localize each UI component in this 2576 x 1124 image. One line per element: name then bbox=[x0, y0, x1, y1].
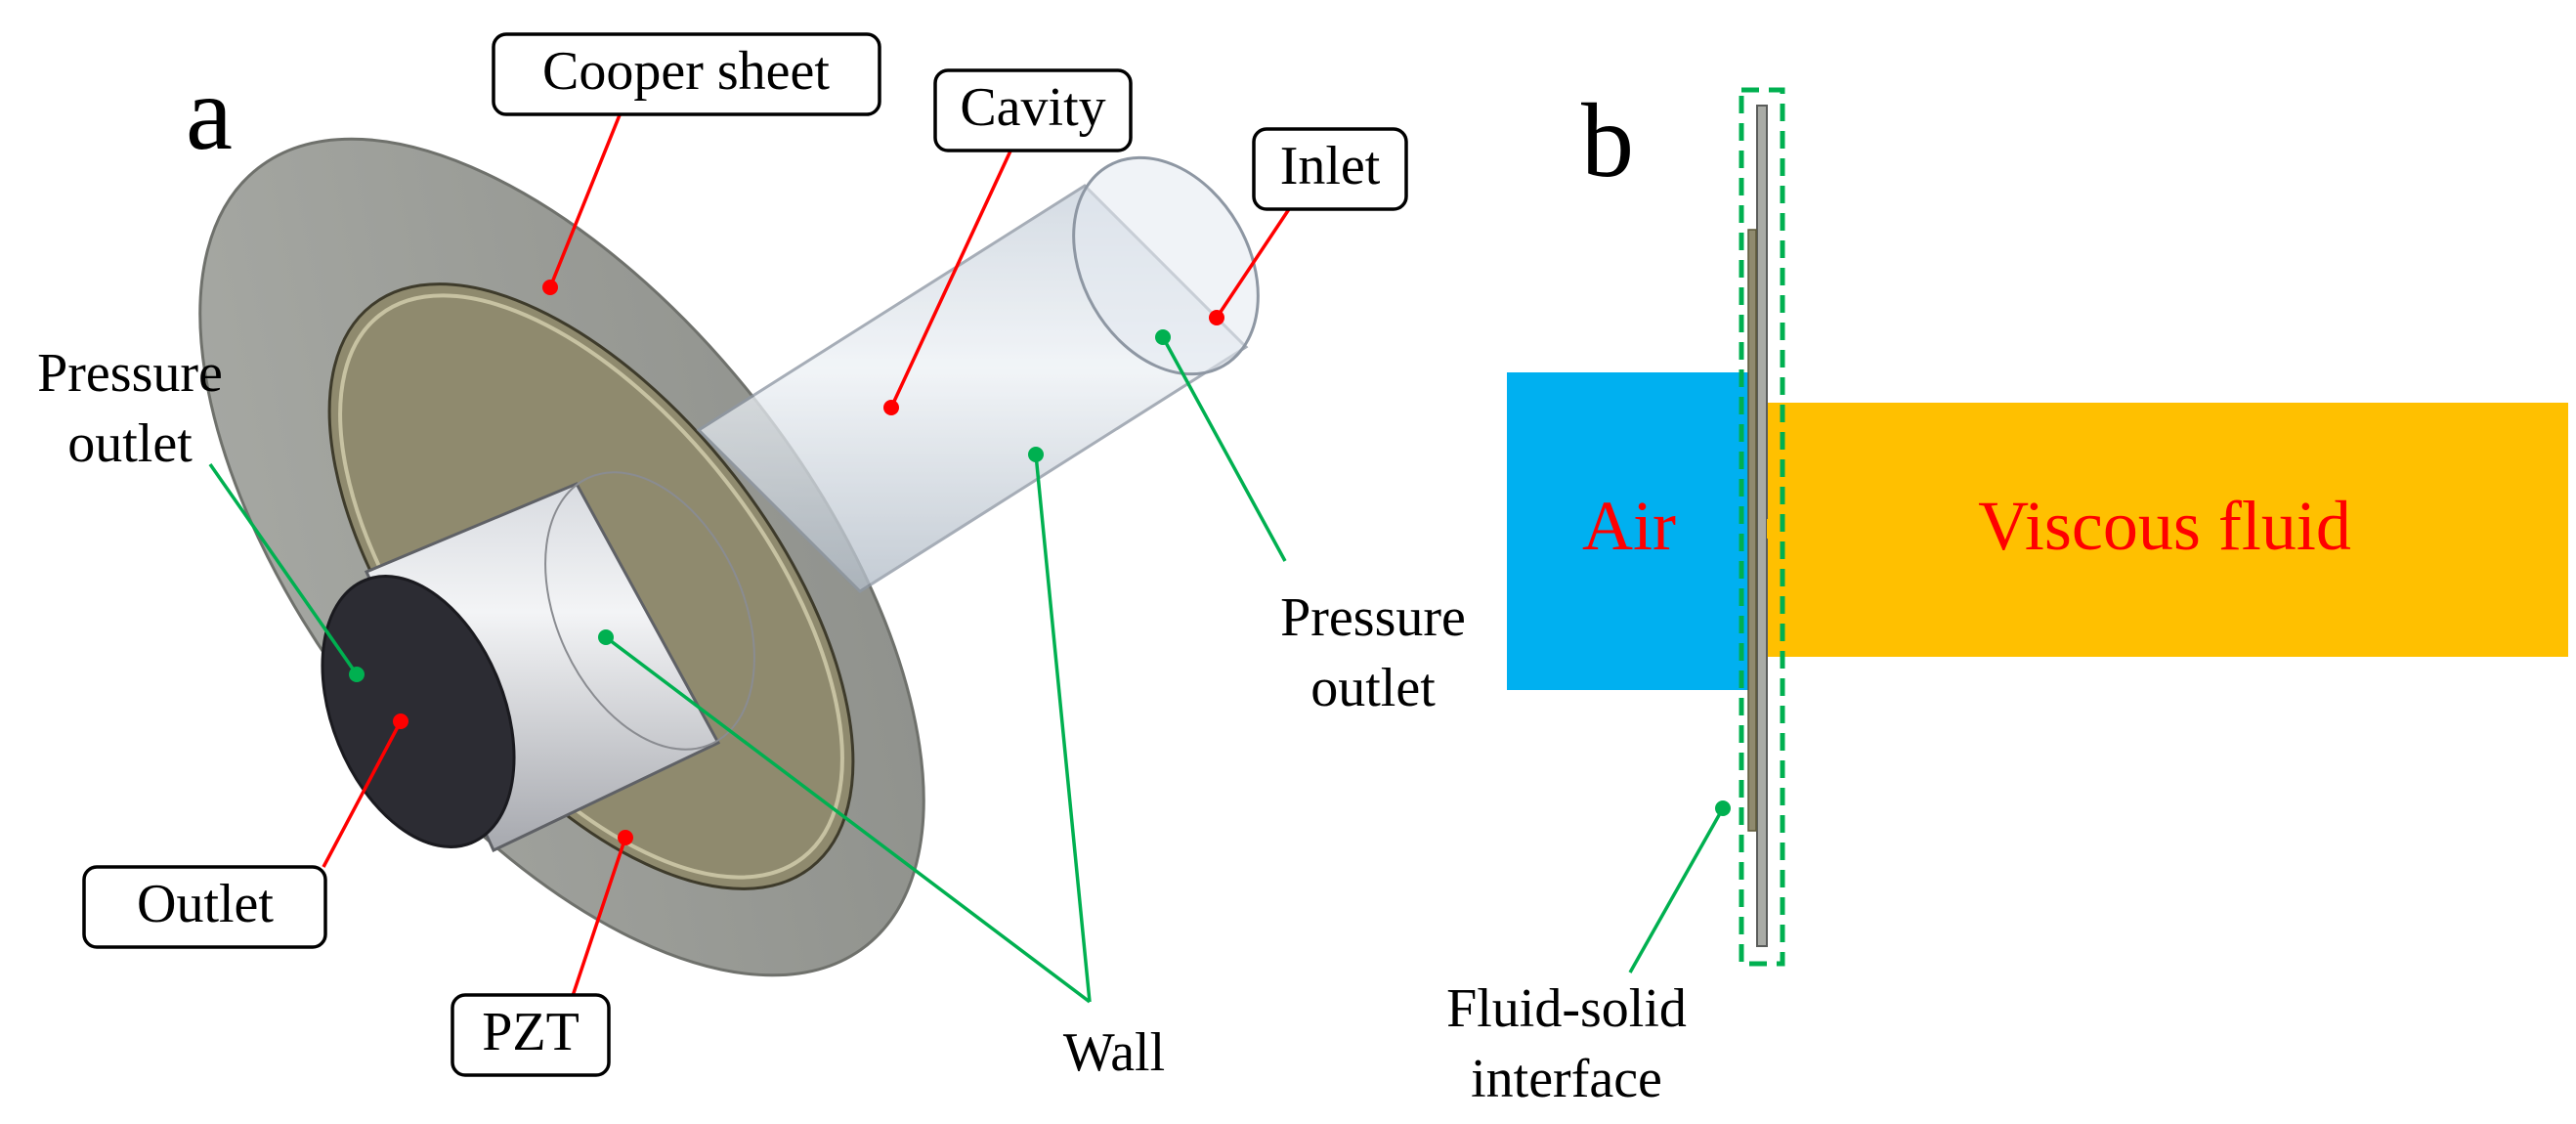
panel-a-letter: a bbox=[186, 56, 233, 172]
solid-layers bbox=[1747, 105, 1781, 947]
callout-cooper-sheet: Cooper sheet bbox=[492, 32, 881, 116]
interface-leader bbox=[1628, 807, 1725, 973]
air-domain bbox=[1507, 372, 1751, 690]
callout-pzt-text: PZT bbox=[482, 1002, 580, 1062]
outlet-cylinder-end bbox=[544, 471, 755, 751]
callout-inlet: Inlet bbox=[1252, 127, 1408, 211]
label-pressure-outlet-left-line1: Pressure bbox=[37, 343, 223, 404]
label-pressure-outlet-right-line2: outlet bbox=[1310, 658, 1436, 718]
callout-outlet-text: Outlet bbox=[137, 874, 274, 934]
panel-a-dots bbox=[349, 280, 1224, 845]
label-wall: Wall bbox=[1063, 1022, 1165, 1083]
callout-inlet-text: Inlet bbox=[1280, 136, 1381, 196]
panel-a: a bbox=[37, 32, 1466, 1083]
air-label: Air bbox=[1582, 487, 1676, 565]
label-interface-line2: interface bbox=[1471, 1049, 1662, 1109]
viscous-fluid-domain bbox=[1767, 403, 2568, 657]
panel-b-letter: b bbox=[1581, 83, 1634, 199]
panel-a-leaders bbox=[208, 80, 1297, 1004]
callout-outlet: Outlet bbox=[82, 865, 327, 949]
interface-dot bbox=[1715, 800, 1731, 816]
panel-b: b Air Viscous fluid Fluid-solid interfac… bbox=[1446, 83, 2568, 1109]
callout-cavity: Cavity bbox=[933, 68, 1133, 152]
label-pressure-outlet-right-line1: Pressure bbox=[1280, 587, 1466, 648]
callout-pzt: PZT bbox=[451, 993, 611, 1077]
label-interface-line1: Fluid-solid bbox=[1446, 978, 1687, 1039]
callout-cavity-text: Cavity bbox=[960, 77, 1105, 138]
label-pressure-outlet-left-line2: outlet bbox=[67, 413, 193, 474]
viscous-fluid-label: Viscous fluid bbox=[1978, 487, 2351, 565]
callout-cooper-sheet-text: Cooper sheet bbox=[542, 41, 830, 102]
fluid-solid-interface-box bbox=[1739, 87, 1785, 967]
